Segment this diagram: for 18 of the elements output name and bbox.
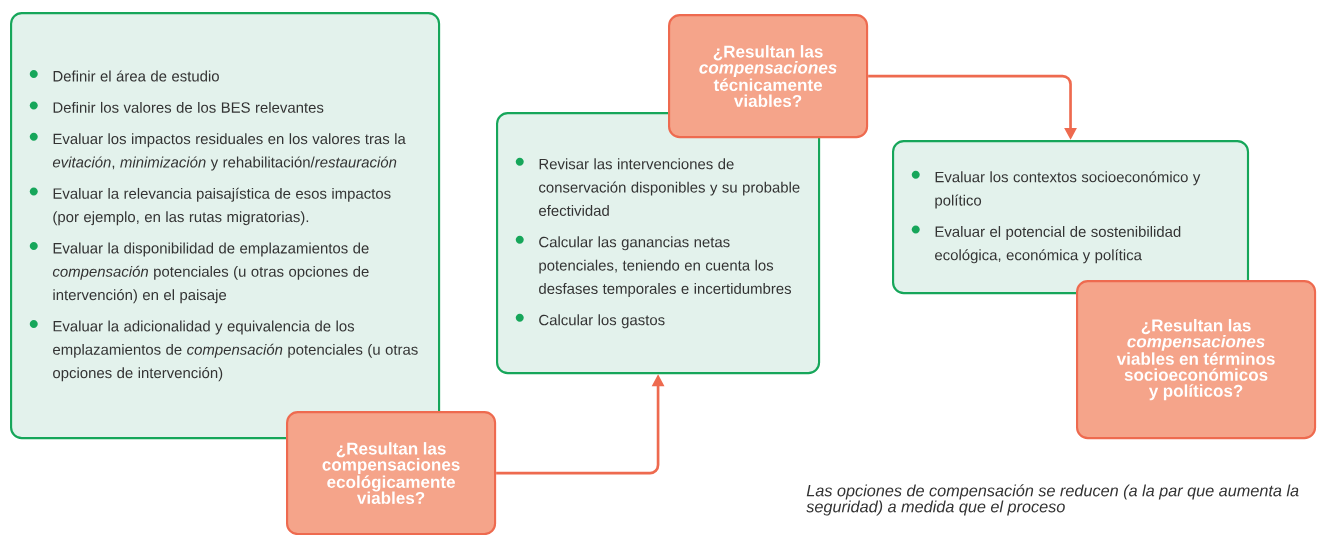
- bullet-item: Revisar las intervenciones de conservación disponibles y su probable efectividad: [515, 157, 800, 216]
- bullet-item: Evaluar la disponibilidad de emplazamientos de compensación potenciales (u otras opciones de intervención) en el paisaje: [29, 242, 369, 304]
- bullet-list-box: [496, 112, 821, 375]
- bullet-item: Calcular las ganancias netas potenciales, teniendo en cuenta los desfases temporales e incertidumbres: [515, 235, 791, 297]
- bullet-item: Calcular los gastos: [515, 313, 665, 329]
- question-box: ¿Resultan las compensaciones técnicamente viables?: [668, 14, 869, 139]
- note-text: Las opciones de compensación se reducen (a la par que aumenta la seguridad) a medida que el proceso: [806, 484, 1299, 516]
- bullet-item: Definir los valores de los BES relevantes: [29, 101, 324, 113]
- bullet-item: Evaluar los contextos socioeconómico y político: [911, 170, 1201, 209]
- bullet-list-box: [892, 140, 1250, 295]
- bullet-list-box: [10, 12, 441, 440]
- question-box: ¿Resultan las compensaciones viables en términos socioeconómicos y políticos?: [1076, 280, 1317, 440]
- bullet-item: Evaluar los impactos residuales en los valores tras la evitación, minimización y rehabilitación/restauración: [29, 132, 406, 171]
- bullet-item: Definir el área de estudio: [29, 70, 219, 82]
- bullet-item: Evaluar el potencial de sostenibilidad ecológica, económica y política: [911, 225, 1181, 264]
- bullet-item: Evaluar la adicionalidad y equivalencia de los emplazamientos de compensación potenciales (u otras opciones de intervención): [29, 320, 418, 382]
- bullet-item: Evaluar la relevancia paisajística de esos impactos (por ejemplo, en las rutas migratorias).: [29, 187, 391, 226]
- question-box: ¿Resultan las compensaciones ecológicamente viables?: [286, 411, 497, 535]
